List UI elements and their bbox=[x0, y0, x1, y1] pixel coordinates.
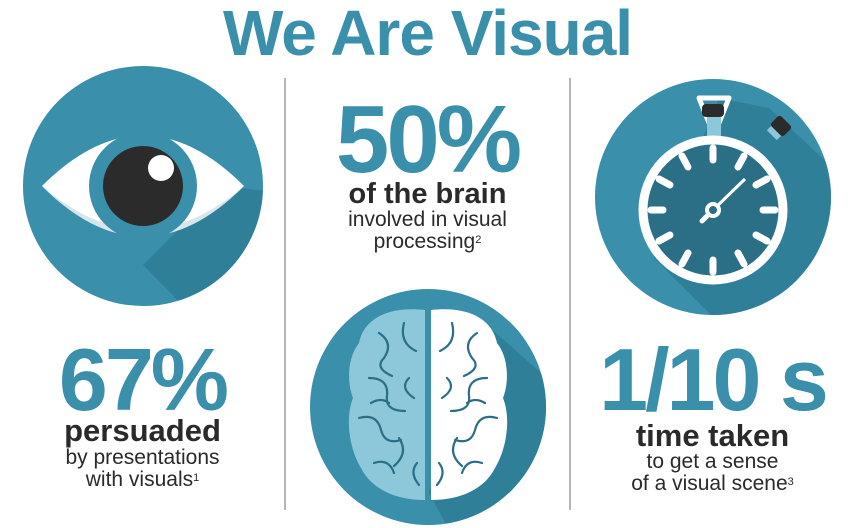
footnote-ref: 2 bbox=[475, 234, 482, 246]
page-title: We Are Visual bbox=[222, 0, 633, 69]
column-divider bbox=[569, 78, 571, 510]
stat-label: persuaded bbox=[64, 413, 221, 448]
stat-label: of the brain bbox=[348, 178, 507, 210]
footnote-ref: 1 bbox=[193, 472, 200, 484]
description-line: of a visual scene3 bbox=[570, 473, 855, 495]
stat-description: to get a sense of a visual scene3 bbox=[570, 451, 855, 495]
stat-label: time taken bbox=[635, 418, 790, 453]
eye-icon bbox=[23, 66, 263, 306]
description-line: to get a sense bbox=[646, 450, 779, 473]
column-divider bbox=[284, 78, 286, 510]
footnote-ref: 3 bbox=[787, 476, 794, 488]
description-line: involved in visual bbox=[348, 208, 507, 231]
description-line: with visuals1 bbox=[0, 469, 285, 491]
brain-icon bbox=[310, 289, 546, 525]
description-text: of a visual scene bbox=[631, 472, 788, 495]
stat-description: involved in visual processing2 bbox=[285, 209, 570, 253]
description-line: by presentations bbox=[65, 446, 220, 469]
description-line: processing2 bbox=[285, 231, 570, 253]
stat-value-brain: 50% bbox=[335, 86, 522, 193]
stat-value-time: 1/10 s bbox=[599, 330, 829, 429]
stat-value-persuaded: 67% bbox=[58, 330, 229, 429]
description-text: with visuals bbox=[85, 468, 194, 491]
description-text: processing bbox=[373, 230, 476, 253]
stat-description: by presentations with visuals1 bbox=[0, 447, 285, 491]
stopwatch-icon bbox=[595, 79, 831, 315]
